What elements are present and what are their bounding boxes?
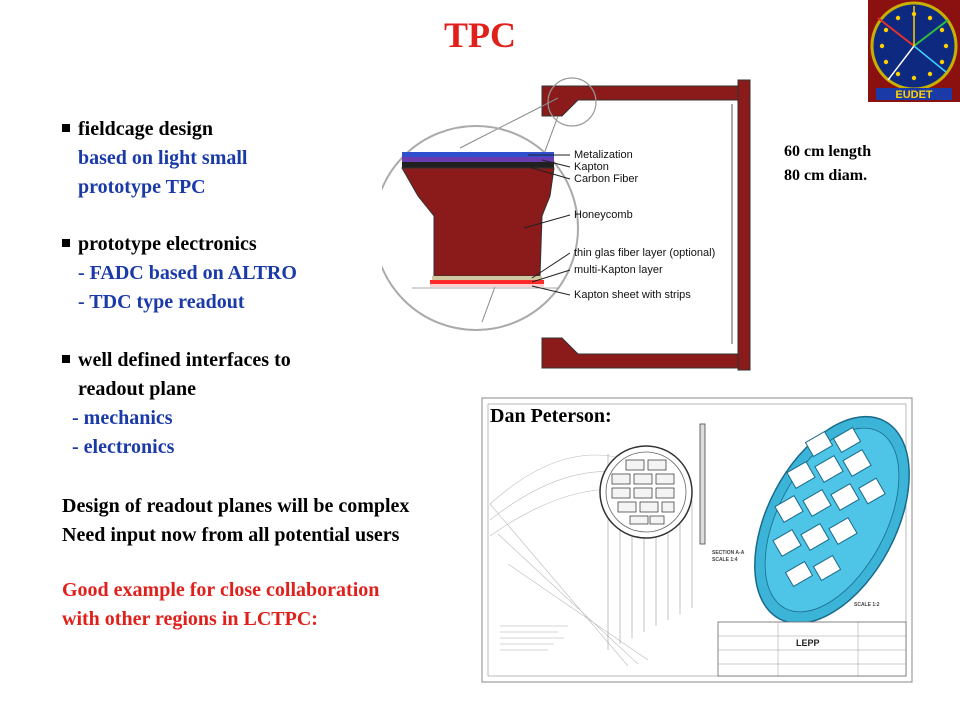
- scale-note-2: SCALE 1:2: [854, 602, 880, 608]
- label-metalization: Metalization: [574, 149, 633, 161]
- bullet-interfaces-line3: - electronics: [72, 436, 175, 458]
- bullet-square-icon: [62, 239, 70, 247]
- bullet-electronics-line2: - TDC type readout: [78, 291, 245, 313]
- bullet-electronics: prototype electronics - FADC based on AL…: [62, 230, 297, 317]
- collaboration-note-line1: Good example for close collaboration: [62, 579, 380, 601]
- tpc-diameter: 80 cm diam.: [784, 167, 868, 184]
- label-honeycomb: Honeycomb: [574, 209, 633, 221]
- page-title: TPC: [444, 15, 516, 55]
- design-note-line2: Need input now from all potential users: [62, 524, 400, 546]
- eudet-logo: EUDET: [868, 0, 960, 102]
- label-multi-kapton-layer: multi-Kapton layer: [574, 264, 663, 276]
- drawing-author-label: Dan Peterson:: [490, 405, 612, 427]
- bullet-fieldcage-line1: based on light small: [78, 147, 248, 169]
- bullet-electronics-head: prototype electronics: [78, 233, 257, 255]
- tpc-length: 60 cm length: [784, 143, 872, 160]
- section-note: SECTION A-A: [712, 550, 745, 556]
- bullet-electronics-line1: - FADC based on ALTRO: [78, 262, 297, 284]
- design-note: Design of readout planes will be complex…: [62, 492, 409, 550]
- bullet-square-icon: [62, 355, 70, 363]
- readout-plane-drawing-graphic: SECTION A-A SCALE 1:4 SCALE 1:2: [478, 394, 916, 686]
- label-carbon-fiber: Carbon Fiber: [574, 173, 639, 185]
- bullet-interfaces-head: well defined interfaces to: [78, 349, 291, 371]
- label-kapton: Kapton: [574, 161, 609, 173]
- eudet-logo-graphic: EUDET: [868, 0, 960, 102]
- tpc-dimensions: 60 cm length 80 cm diam.: [784, 140, 871, 188]
- scale-note: SCALE 1:4: [712, 557, 738, 563]
- label-kapton-sheet-strips: Kapton sheet with strips: [574, 289, 691, 301]
- collaboration-note: Good example for close collaboration wit…: [62, 576, 379, 634]
- fieldcage-cross-section-figure: Metalization Kapton Carbon Fiber Honeyco…: [373, 76, 770, 372]
- bullet-interfaces: well defined interfaces to readout plane…: [62, 346, 291, 462]
- bullet-fieldcage-head: fieldcage design: [78, 118, 213, 140]
- design-note-line1: Design of readout planes will be complex: [62, 495, 410, 517]
- bullet-interfaces-line2: - mechanics: [72, 407, 173, 429]
- bullet-fieldcage-line2: prototype TPC: [78, 176, 206, 198]
- bullet-fieldcage: fieldcage design based on light small pr…: [62, 115, 247, 202]
- lepp-title-block: LEPP: [796, 638, 820, 648]
- cross-section-drawing: Metalization Kapton Carbon Fiber Honeyco…: [373, 76, 770, 372]
- eudet-logo-text: EUDET: [895, 89, 933, 101]
- readout-plane-drawing: SECTION A-A SCALE 1:4 SCALE 1:2: [478, 394, 916, 686]
- label-glass-fiber-layer: thin glas fiber layer (optional): [574, 247, 715, 259]
- collaboration-note-line2: with other regions in LCTPC:: [62, 608, 318, 630]
- bullet-square-icon: [62, 124, 70, 132]
- bullet-interfaces-line1: readout plane: [78, 378, 196, 400]
